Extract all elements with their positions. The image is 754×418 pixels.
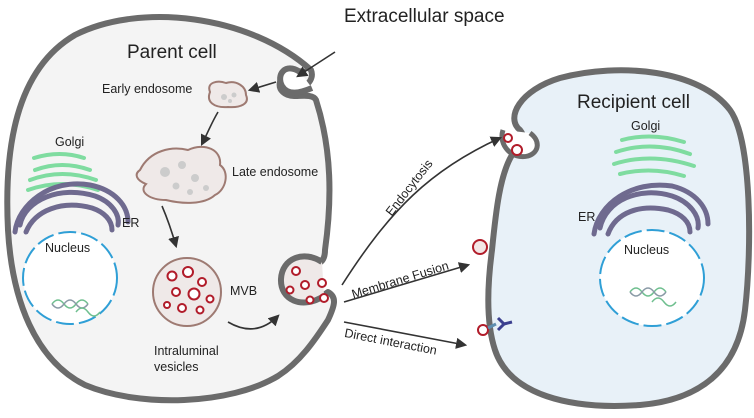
released-vesicles-pocket	[285, 266, 310, 295]
extracellular-space-label: Extracellular space	[344, 6, 505, 27]
early-endosome-granule	[231, 92, 237, 98]
fusing-vesicle	[472, 239, 488, 255]
intraluminal-label-line2: vesicles	[154, 360, 199, 374]
recipient-cell-label: Recipient cell	[577, 92, 690, 113]
parent-cell-label: Parent cell	[127, 42, 217, 63]
er-recipient	[591, 182, 711, 237]
early-endosome-granule	[228, 99, 232, 103]
endocytosed-vesicles	[503, 133, 523, 156]
arrow-mvb-to-pocket	[227, 314, 280, 330]
parent-endocytic-pit	[277, 65, 314, 96]
golgi-recipient-label: Golgi	[631, 119, 661, 133]
mvb-label: MVB	[230, 284, 258, 298]
golgi-recipient	[612, 134, 696, 178]
parent-exocytosis-pocket	[278, 253, 326, 306]
late-endosome-granule	[172, 182, 180, 190]
dna-parent	[51, 299, 101, 317]
er-parent-label: ER	[122, 216, 140, 230]
released-vesicles-extracellular	[305, 278, 329, 305]
er-parent	[12, 181, 131, 235]
dna-recipient	[629, 287, 677, 307]
nucleus-recipient	[599, 229, 705, 327]
late-endosome-granule	[178, 161, 186, 169]
late-endosome-label: Late endosome	[232, 165, 319, 179]
early-endosome-label: Early endosome	[102, 82, 193, 96]
receptor-ligand	[487, 316, 513, 332]
er-recipient-label: ER	[578, 210, 596, 224]
late-endosome-granule	[191, 174, 199, 182]
interacting-vesicle	[477, 324, 489, 336]
intraluminal-vesicles	[163, 266, 215, 315]
arrow-direct-interaction	[343, 321, 468, 349]
late-endosome-granule	[160, 167, 170, 177]
nucleus-recipient-label: Nucleus	[624, 243, 670, 257]
arrow-extracellular-to-pit	[296, 51, 336, 78]
nucleus-parent-label: Nucleus	[45, 241, 91, 255]
nucleus-parent	[22, 231, 118, 325]
arrow-endocytosis	[341, 136, 503, 286]
late-endosome-granule	[203, 185, 209, 191]
arrow-early-to-late-endosome	[200, 111, 219, 147]
early-endosome-granule	[221, 94, 227, 100]
late-endosome-granule	[187, 189, 193, 195]
arrow-late-endosome-to-mvb	[161, 205, 179, 249]
arrow-membrane-fusion	[343, 262, 471, 303]
recipient-cell-membrane	[485, 67, 753, 409]
arrow-pit-to-early-endosome	[247, 81, 277, 93]
early-endosome	[208, 80, 248, 109]
intraluminal-label-line1: Intraluminal	[154, 344, 219, 358]
golgi-parent-label: Golgi	[55, 135, 85, 149]
